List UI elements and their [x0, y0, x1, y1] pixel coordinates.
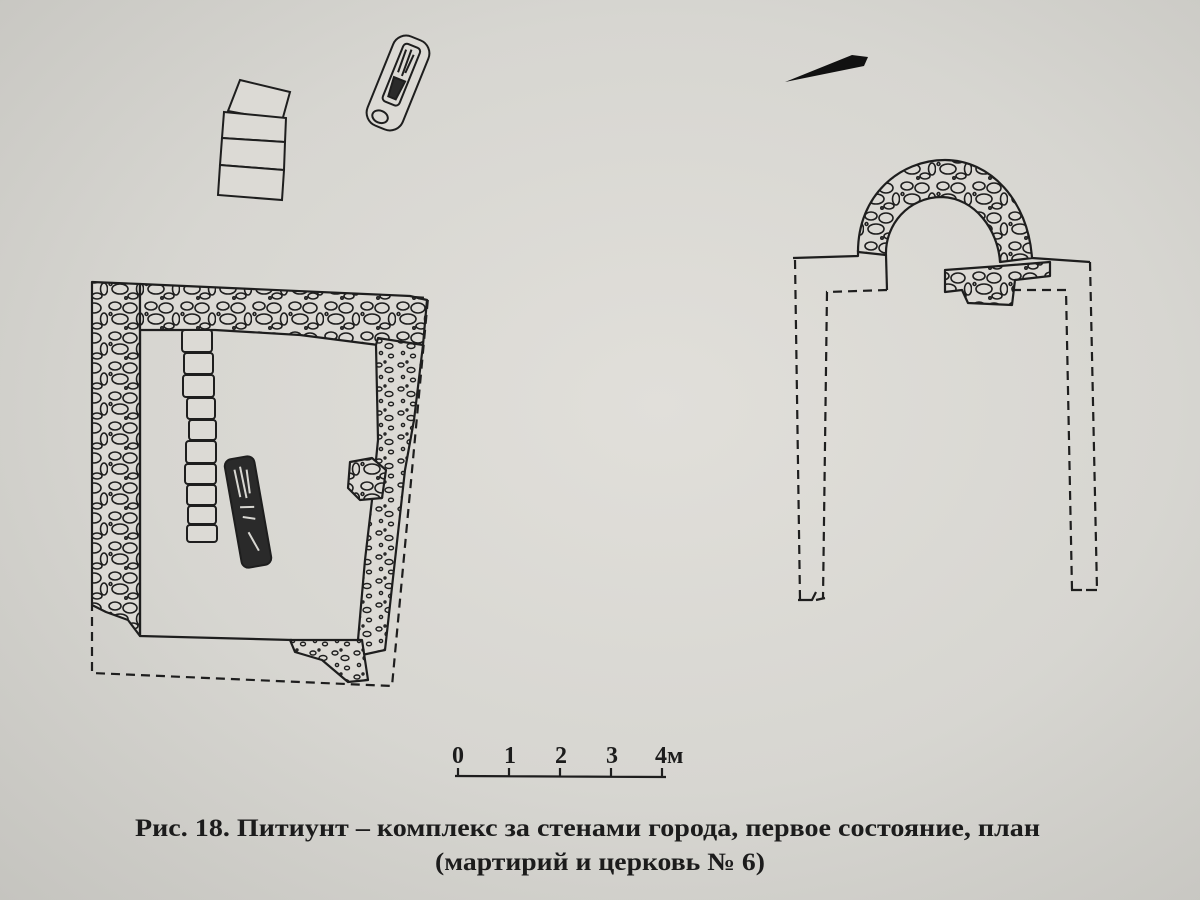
- sarcophagus-outer: [365, 34, 431, 132]
- martyrium-plan: [90, 280, 430, 688]
- church-outer-solid-right: [1031, 256, 1091, 264]
- church-end-left: [798, 591, 826, 602]
- church-outer-dashed-right: [1088, 261, 1099, 591]
- scale-label-4m: 4м: [655, 743, 683, 769]
- sarcophagus-inner: [381, 42, 422, 107]
- church-inner-dashed-left: [821, 288, 888, 599]
- stepped-blocks: [216, 78, 292, 202]
- sarcophagus-inner-burial: [223, 455, 273, 569]
- burial-outline: [223, 455, 273, 569]
- martyrium-left-wall: [90, 280, 142, 638]
- column-stone: [184, 463, 217, 485]
- column-stone: [187, 505, 217, 525]
- step-block-1: [220, 110, 288, 144]
- column-stone: [186, 524, 218, 543]
- column-stone: [182, 374, 215, 398]
- north-arrow: [785, 55, 868, 82]
- figure-caption-line1: Рис. 18. Питиунт – комплекс за стенами г…: [135, 815, 1040, 842]
- church-outer-solid-left: [792, 250, 860, 260]
- scale-label-3: 3: [606, 743, 618, 769]
- column-stone: [186, 484, 217, 506]
- scale-label-1: 1: [504, 743, 516, 769]
- burial-remains: [233, 466, 260, 552]
- step-block-3: [216, 163, 286, 202]
- column-stone: [181, 329, 213, 353]
- church-inner-solid-left: [884, 254, 889, 291]
- column-stone: [188, 419, 217, 441]
- church-inner-dashed-right: [1012, 288, 1074, 591]
- church-plan: [792, 158, 1099, 602]
- scale-label-0: 0: [452, 743, 464, 769]
- church-inner-wall-block: [943, 260, 1052, 307]
- sarcophagus-remains: [387, 49, 415, 101]
- column-stone: [186, 397, 216, 420]
- column-stone: [183, 352, 214, 375]
- figure-caption-line2: (мартирий и церковь № 6): [435, 849, 765, 876]
- martyrium-corner-fragment: [288, 638, 370, 684]
- church-outer-dashed-left: [793, 259, 802, 601]
- martyrium-right-wall-block: [346, 456, 388, 502]
- scale-bar: 0 1 2 3 4м: [452, 743, 683, 779]
- scale-label-2: 2: [555, 743, 567, 769]
- column-stone: [185, 440, 217, 464]
- scale-bar-line: [454, 768, 667, 779]
- martyrium-inner-edge: [138, 330, 293, 642]
- sarcophagus-foot: [371, 109, 389, 125]
- church-apse-wall: [856, 158, 1034, 264]
- stone-column: [181, 329, 218, 543]
